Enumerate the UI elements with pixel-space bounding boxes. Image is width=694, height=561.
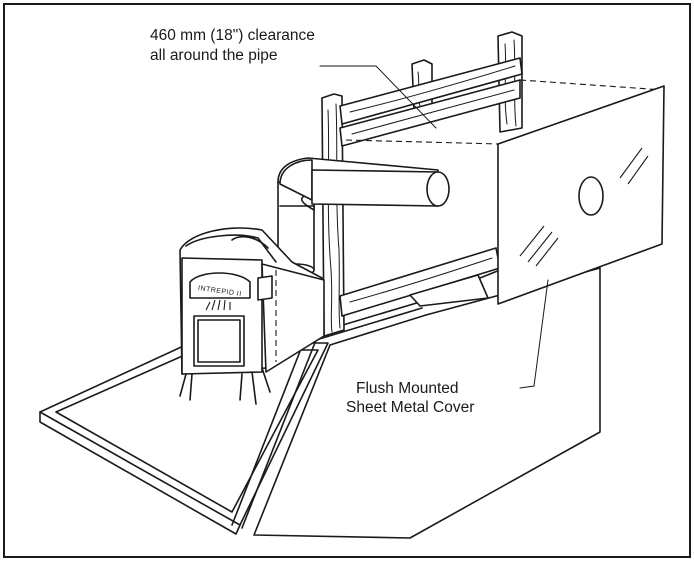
cover-label-line2: Sheet Metal Cover — [346, 399, 474, 416]
floor-protector — [39, 342, 329, 535]
cover-label-line1: Flush Mounted — [356, 380, 459, 397]
leader-lines — [319, 65, 549, 389]
sheet-metal-cover — [497, 85, 665, 305]
callout-cover: Flush Mounted Sheet Metal Cover — [346, 380, 474, 416]
wall-framing — [321, 31, 523, 337]
clearance-label-line2: all around the pipe — [150, 47, 278, 64]
wood-stove: INTREPID II — [179, 227, 325, 405]
clearance-label-line1: 460 mm (18") clearance — [150, 27, 315, 44]
stovepipe — [277, 157, 450, 277]
callout-clearance: 460 mm (18") clearance all around the pi… — [150, 27, 315, 64]
clearance-lines — [345, 79, 665, 145]
